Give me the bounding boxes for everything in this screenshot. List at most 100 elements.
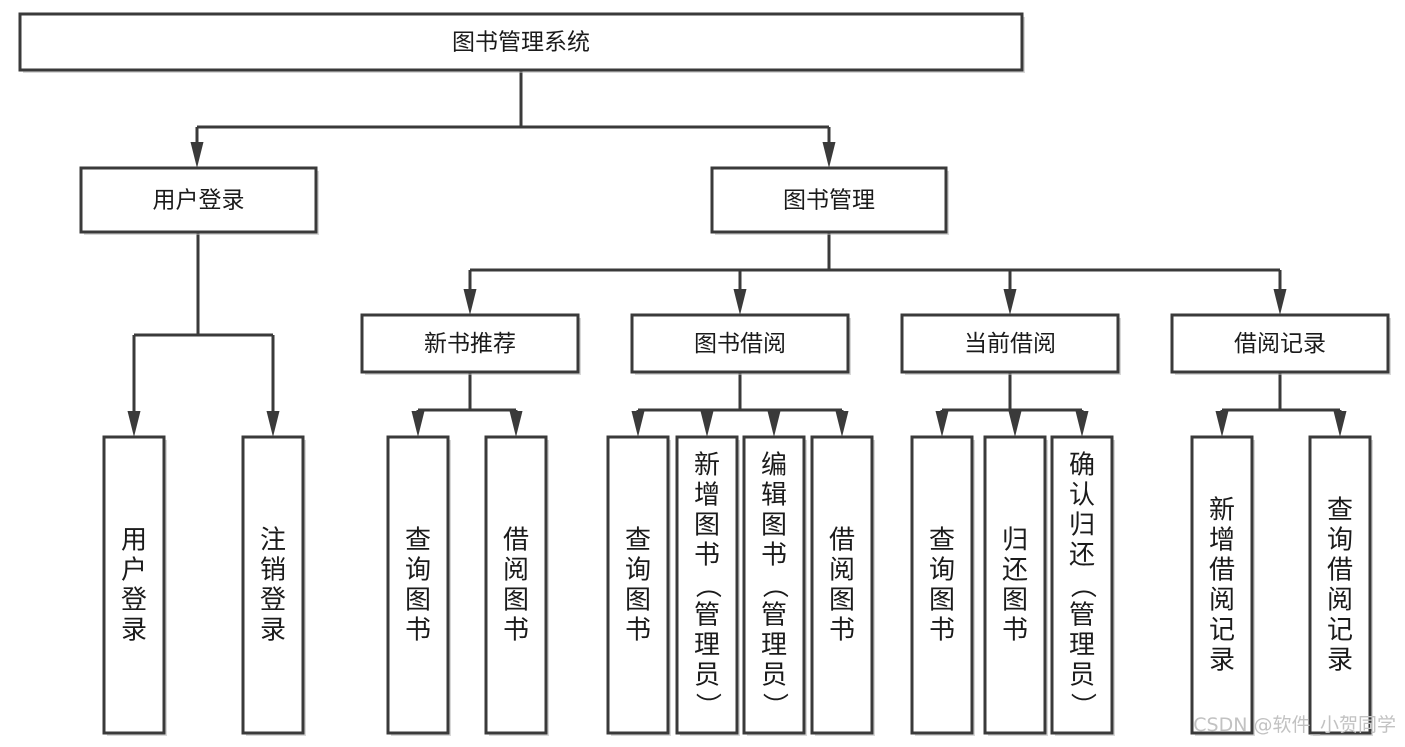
node-leaf-return-book-char: 书 <box>1002 615 1028 645</box>
node-leaf-confirm-return-admin-char: ） <box>1067 692 1097 718</box>
node-leaf-query-borrow-record-char: 借 <box>1327 555 1353 585</box>
node-leaf-borrow-book-recommend-char: 借 <box>503 525 529 555</box>
node-borrow-record[interactable]: 借阅记录 <box>1170 313 1391 375</box>
node-leaf-return-book-char: 还 <box>1002 555 1028 585</box>
node-leaf-logout-char: 录 <box>260 615 286 645</box>
node-leaf-confirm-return-admin-char: 认 <box>1069 480 1095 510</box>
node-book-borrow-label: 图书借阅 <box>694 331 786 357</box>
node-leaf-confirm-return-admin-rect[interactable] <box>1050 435 1114 735</box>
node-leaf-add-book-admin-char: （ <box>692 572 722 598</box>
node-current-borrow[interactable]: 当前借阅 <box>900 313 1121 375</box>
node-leaf-query-borrow-record-rect[interactable] <box>1308 435 1372 735</box>
borrow-record-drop-1-arrowhead <box>1333 411 1347 437</box>
borrow-record-drop-0-arrowhead <box>1215 411 1229 437</box>
node-leaf-add-book-admin-char: 员 <box>694 660 720 690</box>
node-leaf-query-book-borrow-char: 询 <box>625 555 651 585</box>
node-leaf-add-borrow-record-char: 记 <box>1209 615 1235 645</box>
node-layer: 图书管理系统用户登录图书管理新书推荐图书借阅当前借阅借阅记录用户登录注销登录查询… <box>18 12 1391 736</box>
node-leaf-return-book-char: 归 <box>1002 525 1028 555</box>
node-leaf-borrow-book-char: 阅 <box>829 555 855 585</box>
node-leaf-logout-char: 登 <box>260 585 286 615</box>
csdn-watermark: CSDN @软件_小贺同学 <box>1193 714 1396 736</box>
node-leaf-borrow-book-recommend-rect[interactable] <box>484 435 548 735</box>
node-leaf-borrow-book-char: 书 <box>829 615 855 645</box>
node-user-login-label: 用户登录 <box>153 188 245 214</box>
node-leaf-user-login-char: 录 <box>121 615 147 645</box>
node-leaf-return-book-rect[interactable] <box>983 435 1047 735</box>
node-user-login-rect[interactable] <box>79 166 318 234</box>
node-leaf-borrow-book-char: 借 <box>829 525 855 555</box>
node-book-management[interactable]: 图书管理 <box>710 166 949 235</box>
node-leaf-add-borrow-record-char: 录 <box>1209 645 1235 675</box>
node-leaf-add-book-admin-rect[interactable] <box>675 435 739 735</box>
node-leaf-logout-char: 注 <box>260 525 286 555</box>
node-leaf-user-login[interactable]: 用户登录 <box>102 435 167 736</box>
node-leaf-add-borrow-record-char: 新 <box>1209 495 1235 525</box>
node-leaf-edit-book-admin-char: 编 <box>761 450 787 480</box>
node-leaf-confirm-return-admin-char: 管 <box>1069 600 1095 630</box>
current-borrow-drop-2-arrowhead <box>1075 411 1089 437</box>
node-leaf-user-login-rect[interactable] <box>102 435 166 735</box>
current-borrow-drop-1-arrowhead <box>1008 411 1022 437</box>
node-leaf-query-borrow-record-char: 查 <box>1327 495 1353 525</box>
node-new-book-recommend[interactable]: 新书推荐 <box>360 313 581 375</box>
book-borrow-drop-2-arrowhead <box>767 411 781 437</box>
node-leaf-user-login-char: 户 <box>121 555 147 585</box>
node-leaf-query-book-recommend-char: 查 <box>405 525 431 555</box>
node-leaf-add-borrow-record-char: 借 <box>1209 555 1235 585</box>
node-leaf-edit-book-admin-char: （ <box>759 572 789 598</box>
node-leaf-borrow-book-recommend-char: 阅 <box>503 555 529 585</box>
new-book-recommend-drop-1-arrowhead <box>509 411 523 437</box>
node-leaf-edit-book-admin-char: 管 <box>761 600 787 630</box>
node-book-borrow[interactable]: 图书借阅 <box>630 313 851 375</box>
node-leaf-confirm-return-admin-char: 理 <box>1069 630 1095 660</box>
node-leaf-user-login-char: 用 <box>121 525 147 555</box>
node-leaf-borrow-book-char: 图 <box>829 585 855 615</box>
node-leaf-query-book-recommend-rect[interactable] <box>386 435 450 735</box>
node-leaf-logout-char: 销 <box>260 555 286 585</box>
node-leaf-logout-rect[interactable] <box>241 435 305 735</box>
user-login-drop-1-arrowhead <box>266 411 280 437</box>
node-leaf-edit-book-admin-char: 理 <box>761 630 787 660</box>
node-borrow-record-rect[interactable] <box>1170 313 1390 374</box>
node-new-book-recommend-rect[interactable] <box>360 313 580 374</box>
node-leaf-user-login-char: 登 <box>121 585 147 615</box>
node-leaf-query-book-borrow-char: 图 <box>625 585 651 615</box>
node-leaf-borrow-book-rect[interactable] <box>810 435 874 735</box>
node-root-label: 图书管理系统 <box>452 30 590 56</box>
node-leaf-add-book-admin-char: 书 <box>694 540 720 570</box>
node-leaf-query-book-current-rect[interactable] <box>910 435 974 735</box>
node-root[interactable]: 图书管理系统 <box>18 12 1025 73</box>
node-current-borrow-rect[interactable] <box>900 313 1120 374</box>
node-leaf-query-book-borrow-rect[interactable] <box>606 435 670 735</box>
node-book-borrow-rect[interactable] <box>630 313 850 374</box>
node-leaf-edit-book-admin-char: 员 <box>761 660 787 690</box>
node-leaf-query-book-recommend-char: 图 <box>405 585 431 615</box>
node-leaf-edit-book-admin-rect[interactable] <box>742 435 806 735</box>
node-leaf-add-borrow-record-rect[interactable] <box>1190 435 1254 735</box>
book-mgmt-drop-3-arrowhead <box>1273 289 1287 315</box>
node-book-management-rect[interactable] <box>710 166 948 234</box>
root-drop-0-arrowhead <box>190 142 204 168</box>
node-leaf-edit-book-admin-char: ） <box>759 692 789 718</box>
node-leaf-query-borrow-record-char: 阅 <box>1327 585 1353 615</box>
node-leaf-query-book-borrow-char: 书 <box>625 615 651 645</box>
connector-layer <box>127 70 1347 437</box>
node-leaf-query-borrow-record-char: 记 <box>1327 615 1353 645</box>
node-root-rect[interactable] <box>18 12 1024 72</box>
node-user-login[interactable]: 用户登录 <box>79 166 319 235</box>
